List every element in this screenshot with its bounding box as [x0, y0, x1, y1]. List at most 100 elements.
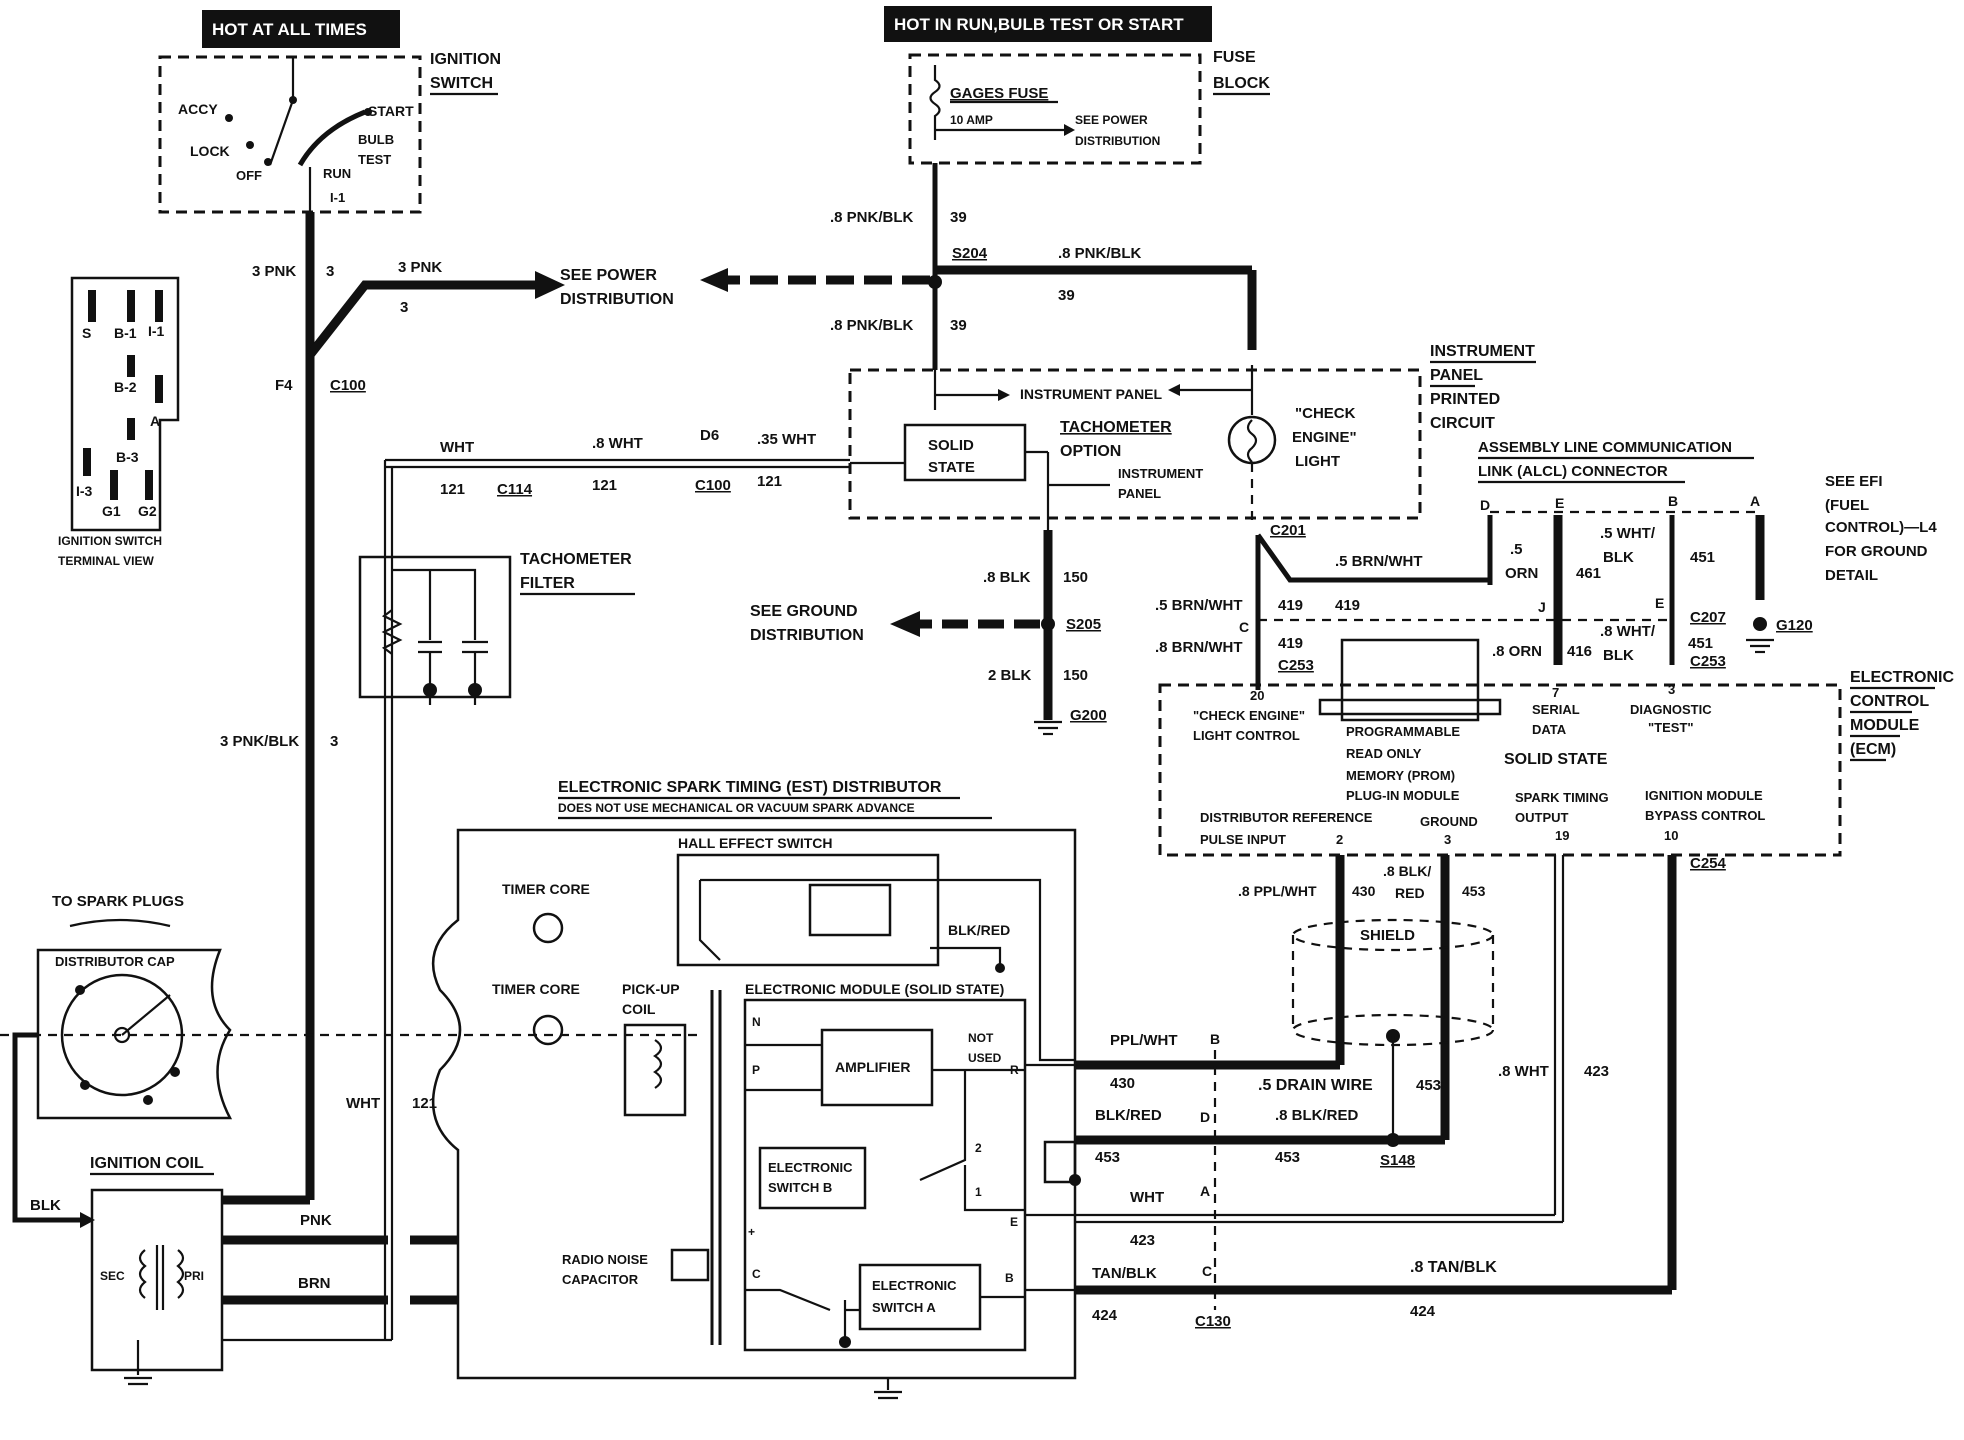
wires-see-power-1-label: DISTRIBUTION: [560, 291, 674, 308]
alcl-see-efi-4-label: DETAIL: [1825, 567, 1878, 584]
ignition-switch-accy-label: ACCY: [178, 101, 218, 117]
wires-n150b-label: 150: [1063, 667, 1088, 684]
distributor-b-label: B: [1005, 1271, 1014, 1285]
ipc-engine-label: ENGINE": [1292, 429, 1357, 446]
header-hot-at-all-times: HOT AT ALL TIMES: [202, 10, 400, 48]
wires-c114-label: C114: [497, 481, 533, 498]
alcl-see-efi-0-label: SEE EFI: [1825, 473, 1883, 490]
distributor-timer2-label: TIMER CORE: [492, 981, 580, 997]
ipc-c201-label: C201: [1270, 522, 1306, 539]
fuse-block-see-0-label: SEE POWER: [1075, 113, 1148, 127]
wires-blk2-label: 2 BLK: [988, 667, 1032, 684]
alcl-brnwht5b-label: .5 BRN/WHT: [1155, 597, 1243, 614]
ecm-wires-n453d-label: 453: [1275, 1149, 1300, 1166]
ecm-wires-a-label: A: [1200, 1183, 1210, 1199]
distributor-radio-0-label: RADIO NOISE: [562, 1252, 648, 1267]
ecm-wires-b-label: B: [1210, 1031, 1220, 1047]
terminal-view-labels-5-label: B-3: [116, 449, 139, 465]
wires-pnk3b-label: 3 PNK: [398, 259, 442, 276]
ignition-switch-title-0-label: IGNITION: [430, 51, 501, 68]
wires-blk8-label: .8 BLK: [983, 569, 1031, 586]
wires-c100-label: C100: [330, 377, 366, 394]
wires-s205-label: S205: [1066, 616, 1101, 633]
ecm-prom-1-label: READ ONLY: [1346, 746, 1422, 761]
ecm-wires-n424b-label: 424: [1410, 1303, 1436, 1320]
wires-pnk-label: PNK: [300, 1212, 332, 1229]
wires-w35wht-label: .35 WHT: [757, 431, 816, 448]
terminal-view-caption-1-label: TERMINAL VIEW: [58, 554, 154, 568]
ecm-wires-blkred8b-label: .8 BLK/RED: [1275, 1107, 1359, 1124]
wires-pnkblk3-label: 3 PNK/BLK: [220, 733, 299, 750]
ecm-prom-0-label: PROGRAMMABLE: [1346, 724, 1460, 739]
ecm-ground-label: GROUND: [1420, 814, 1478, 829]
ipc-check-label: "CHECK: [1295, 405, 1356, 422]
alcl-e-label: E: [1655, 595, 1664, 611]
ecm-serial-1-label: DATA: [1532, 722, 1567, 737]
ecm-wires-c-label: C: [1202, 1263, 1212, 1279]
wire-150-ground: .8 BLK 150 S205 2 BLK 150 G200 SEE GROUN…: [750, 530, 1107, 736]
header-hot-in-run: HOT IN RUN,BULB TEST OR START: [884, 6, 1212, 42]
wires-n39c-label: 39: [950, 317, 967, 334]
spark-cap-label: DISTRIBUTOR CAP: [55, 954, 175, 969]
ecm-wires-n453c-label: 453: [1095, 1149, 1120, 1166]
ipc-tach-label: TACHOMETER: [1060, 419, 1172, 436]
ecm-bypass-0-label: IGNITION MODULE: [1645, 788, 1763, 803]
alcl-c253b-label: C253: [1690, 653, 1726, 670]
ecm-title-1-label: CONTROL: [1850, 693, 1929, 710]
alcl-n461-label: 461: [1576, 565, 1601, 582]
ecm-spark-1-label: OUTPUT: [1515, 810, 1569, 825]
ipc-title-2-label: PRINTED: [1430, 391, 1500, 408]
ignition-switch-terminal-view: S B-1 I-1 B-2 A B-3 I-3 G1 G2 IGNITION S…: [58, 276, 180, 568]
ipc-solid-label: SOLID: [928, 437, 974, 454]
alcl-pins-1-label: E: [1555, 495, 1564, 511]
terminal-view-labels-2-label: I-1: [148, 323, 165, 339]
fuse-block-title-1-label: BLOCK: [1213, 75, 1270, 92]
distributor-switch-a-0-label: ELECTRONIC: [872, 1278, 957, 1293]
headers-hot-always-label: HOT AT ALL TIMES: [212, 20, 367, 39]
distributor-pickup-0-label: PICK-UP: [622, 981, 680, 997]
ecm-p20-label: 20: [1250, 688, 1264, 703]
distributor-switch-b-0-label: ELECTRONIC: [768, 1160, 853, 1175]
ecm-title-0-label: ELECTRONIC: [1850, 669, 1954, 686]
distributor-title-label: ELECTRONIC SPARK TIMING (EST) DISTRIBUTO…: [558, 779, 942, 796]
ecm-prom-2-label: MEMORY (PROM): [1346, 768, 1455, 783]
alcl-title-1-label: LINK (ALCL) CONNECTOR: [1478, 463, 1668, 480]
ecm-wires-c130-label: C130: [1195, 1313, 1231, 1330]
est-distributor: ELECTRONIC SPARK TIMING (EST) DISTRIBUTO…: [0, 779, 1081, 1400]
distributor-blkred-label: BLK/RED: [948, 922, 1010, 938]
alcl-pins-2-label: B: [1668, 493, 1678, 509]
ecm-wires-blkred8-label: .8 BLK/: [1383, 863, 1431, 879]
ecm-wires-s148-label: S148: [1380, 1152, 1415, 1169]
wire-39-gages-feed: .8 PNK/BLK 39 S204 .8 PNK/BLK 39 .8 PNK/…: [700, 163, 1257, 370]
wires-n121a-label: 121: [440, 481, 465, 498]
terminal-view-labels-6-label: I-3: [76, 483, 93, 499]
distributor-timer1-label: TIMER CORE: [502, 881, 590, 897]
ipc-title-3-label: CIRCUIT: [1430, 415, 1495, 432]
wires-wht-label: WHT: [440, 439, 474, 456]
ecm-wires-n453-label: 453: [1462, 883, 1486, 899]
wires-w3-label: .8 PNK/BLK: [830, 317, 914, 334]
ecm-wires-n430-label: 430: [1352, 883, 1376, 899]
ecm-check-light-1-label: LIGHT CONTROL: [1193, 728, 1300, 743]
ecm-diag-1-label: "TEST": [1648, 720, 1694, 735]
ignition-switch-i1-label: I-1: [330, 190, 345, 205]
ecm-wires-wht8-label: .8 WHT: [1498, 1063, 1549, 1080]
alcl-orn5-label: .5: [1510, 541, 1523, 558]
ecm-wires-n424-label: 424: [1092, 1307, 1118, 1324]
distributor-radio-1-label: CAPACITOR: [562, 1272, 639, 1287]
distributor-p-label: P: [752, 1063, 760, 1077]
ecm-wires-pplwht-label: PPL/WHT: [1110, 1032, 1178, 1049]
spark-sec-label: SEC: [100, 1269, 125, 1283]
ecm-output-wires: SHIELD .8 PPL/WHT 430 .8 BLK/ RED 453 .8…: [1075, 855, 1677, 1330]
wires-brn-label: BRN: [298, 1275, 331, 1292]
ignition-switch-lock-label: LOCK: [190, 143, 230, 159]
alcl-blk2-label: BLK: [1603, 647, 1634, 664]
ipc-ip2-1-label: PANEL: [1118, 486, 1161, 501]
ignition-switch: IGNITION SWITCH ACCY LOCK OFF START BULB…: [158, 51, 501, 214]
ecm-prom-3-label: PLUG-IN MODULE: [1346, 788, 1460, 803]
distributor-n1-label: 1: [975, 1185, 982, 1199]
spark-coil-label: IGNITION COIL: [90, 1155, 204, 1172]
wires-n39b-label: 39: [1058, 287, 1075, 304]
tach-filter-title-1-label: FILTER: [520, 575, 575, 592]
